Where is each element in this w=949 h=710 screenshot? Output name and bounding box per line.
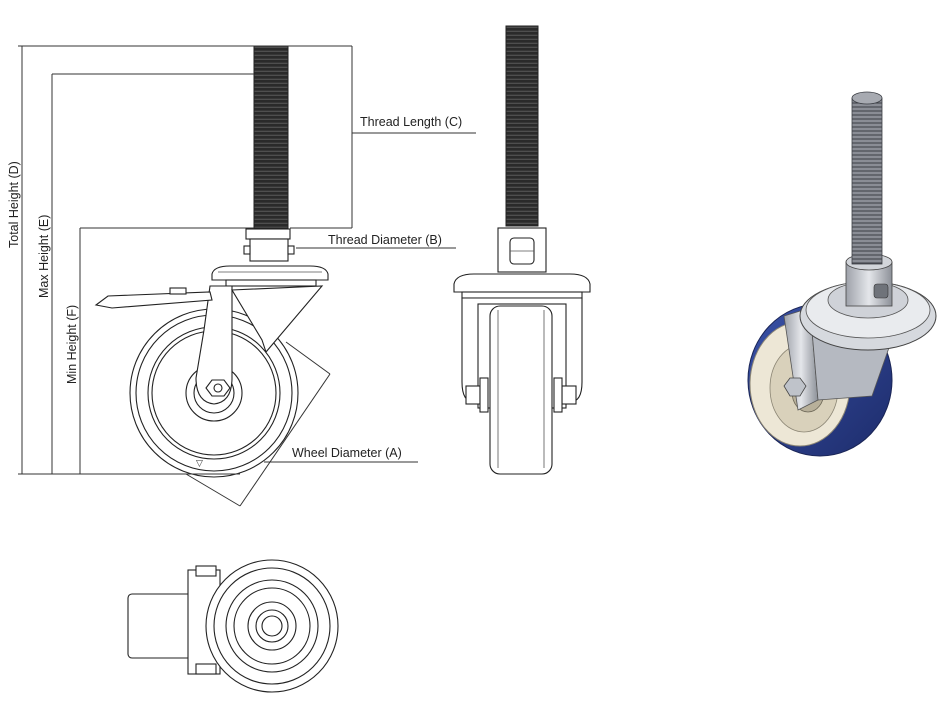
isometric-view <box>747 91 937 457</box>
front-top-plate <box>453 273 591 293</box>
side-top-plate <box>211 265 329 281</box>
side-thread-stem <box>253 45 289 229</box>
iso-axle-nut <box>783 377 807 397</box>
label-thread-diameter: Thread Diameter (B) <box>328 233 442 247</box>
svg-text:▽: ▽ <box>196 459 203 469</box>
label-min-height: Min Height (F) <box>65 305 79 384</box>
label-max-height: Max Height (E) <box>37 215 51 298</box>
front-view <box>453 25 591 475</box>
side-view: ▽ <box>94 45 329 478</box>
side-fork <box>195 285 233 405</box>
iso-thread-stem <box>851 97 883 265</box>
label-total-height: Total Height (D) <box>7 161 21 248</box>
label-thread-length: Thread Length (C) <box>360 115 462 129</box>
front-axle <box>465 385 481 405</box>
side-brake-lever <box>94 291 213 309</box>
side-collar <box>245 228 291 240</box>
bottom-view <box>127 559 339 693</box>
dimension-lines <box>18 45 476 507</box>
side-axle-nut <box>205 379 231 397</box>
front-thread-stem <box>505 25 539 227</box>
label-wheel-diameter: Wheel Diameter (A) <box>292 446 402 460</box>
front-wheel <box>489 305 553 475</box>
